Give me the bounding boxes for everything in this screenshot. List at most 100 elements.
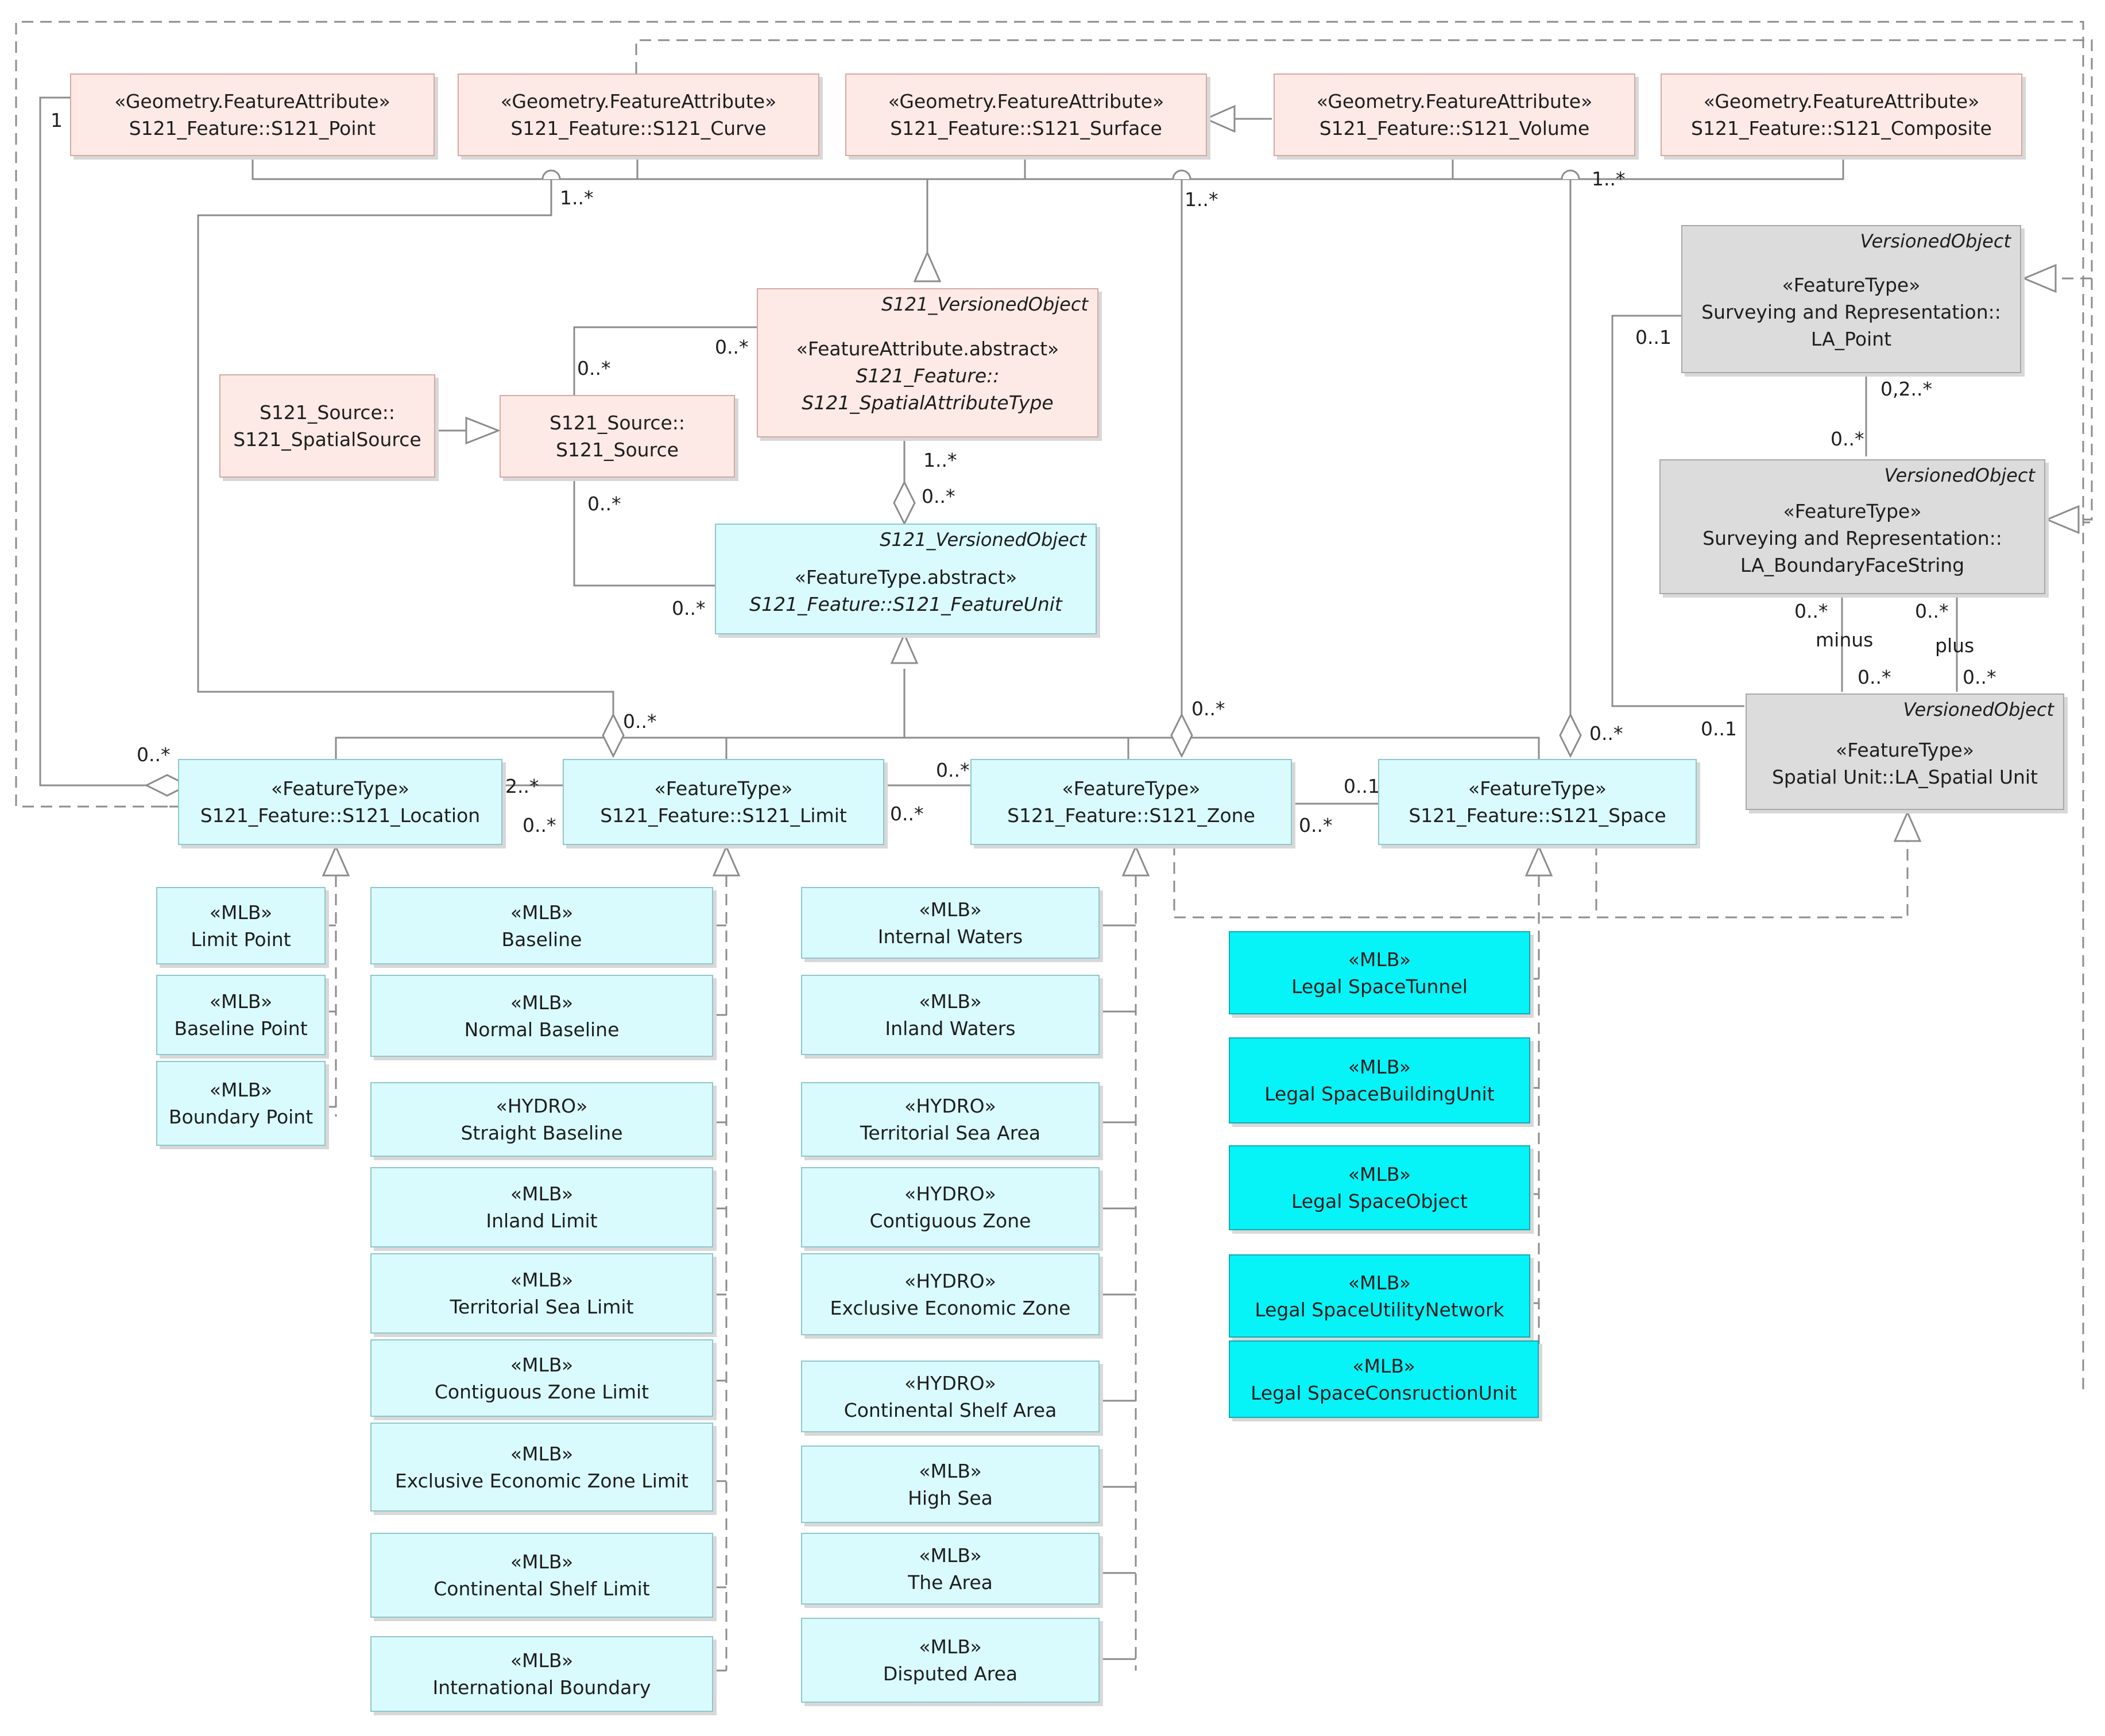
class-legal-space-building-unit[interactable]: «MLB» Legal SpaceBuildingUnit [1229,1037,1530,1123]
class-name: S121_Feature::S121_Volume [1319,117,1590,140]
stereotype: «MLB» [919,990,982,1013]
mult-zone-limit: 0..* [890,803,924,825]
class-s121-zone[interactable]: «FeatureType» S121_Feature::S121_Zone [970,759,1292,845]
class-la-point[interactable]: VersionedObject «FeatureType» Surveying … [1681,225,2021,373]
class-name: International Boundary [432,1676,651,1699]
class-straight-baseline[interactable]: «HYDRO» Straight Baseline [370,1082,713,1157]
class-name: Baseline [501,928,582,951]
mult-surface: 1..* [1185,188,1218,211]
class-s121-curve[interactable]: «Geometry.FeatureAttribute» S121_Feature… [458,73,819,156]
class-legal-space-construction-unit[interactable]: «MLB» Legal SpaceConsructionUnit [1229,1340,1539,1418]
class-name: Legal SpaceBuildingUnit [1264,1083,1495,1105]
stereotype: «FeatureType» [1782,273,1921,296]
class-s121-volume[interactable]: «Geometry.FeatureAttribute» S121_Feature… [1274,73,1635,156]
class-spatial-attribute-type[interactable]: S121_VersionedObject «FeatureAttribute.a… [757,288,1098,437]
class-baseline[interactable]: «MLB» Baseline [370,887,713,964]
curve-limit-link [197,179,614,732]
class-feature-unit[interactable]: S121_VersionedObject «FeatureType.abstra… [715,524,1097,634]
class-source[interactable]: S121_Source:: S121_Source [500,395,735,478]
class-s121-composite[interactable]: «Geometry.FeatureAttribute» S121_Feature… [1661,73,2022,156]
stereotype: «HYDRO» [904,1095,996,1117]
class-inland-limit[interactable]: «MLB» Inland Limit [370,1167,713,1247]
class-high-sea[interactable]: «MLB» High Sea [801,1446,1100,1523]
mult-su-plus: 0..* [1963,666,1996,688]
class-normal-baseline[interactable]: «MLB» Normal Baseline [370,975,713,1057]
class-the-area[interactable]: «MLB» The Area [801,1533,1100,1605]
class-s121-limit[interactable]: «FeatureType» S121_Feature::S121_Limit [563,759,884,845]
class-legal-space-object[interactable]: «MLB» Legal SpaceObject [1229,1145,1530,1230]
role-minus: minus [1816,629,1874,651]
class-legal-space-utility-network[interactable]: «MLB» Legal SpaceUtilityNetwork [1229,1254,1530,1338]
class-s121-location[interactable]: «FeatureType» S121_Feature::S121_Locatio… [178,759,502,845]
class-la-spatial-unit[interactable]: VersionedObject «FeatureType» Spatial Un… [1746,693,2064,810]
class-baseline-point[interactable]: «MLB» Baseline Point [156,975,326,1055]
class-name-line2: LA_BoundaryFaceString [1740,554,1965,576]
class-continental-shelf-area[interactable]: «HYDRO» Continental Shelf Area [801,1361,1100,1432]
stereotype: «MLB» [209,990,273,1013]
class-legal-space-tunnel[interactable]: «MLB» Legal SpaceTunnel [1229,931,1530,1014]
class-name: Legal SpaceUtilityNetwork [1255,1298,1504,1321]
stereotype: «Geometry.FeatureAttribute» [888,90,1164,113]
class-international-boundary[interactable]: «MLB» International Boundary [370,1636,713,1712]
stereotype: «FeatureType» [1062,777,1201,800]
mult-composite: 1..* [1592,168,1626,190]
stereotype: «MLB» [510,1649,574,1672]
class-inland-waters[interactable]: «MLB» Inland Waters [801,975,1100,1055]
class-disputed-area[interactable]: «MLB» Disputed Area [801,1618,1100,1703]
stereotype: «MLB» [919,1459,982,1482]
class-name: S121_Feature::S121_Point [129,117,376,140]
mult-limit-zone: 0..* [936,759,970,781]
class-la-boundary-face-string[interactable]: VersionedObject «FeatureType» Surveying … [1659,459,2045,594]
class-continental-shelf-limit[interactable]: «MLB» Continental Shelf Limit [370,1533,713,1618]
class-name: Contiguous Zone [869,1210,1031,1232]
mult-lapoint-bfs: 0,2..* [1880,378,1932,400]
class-contiguous-zone[interactable]: «HYDRO» Contiguous Zone [801,1167,1100,1247]
mult-su-lapoint: 0..1 [1701,718,1737,740]
class-eez[interactable]: «HYDRO» Exclusive Economic Zone [801,1253,1100,1335]
class-name-line1: S121_Source:: [549,412,685,434]
stereotype: «FeatureType» [271,777,409,800]
stereotype: «MLB» [1348,948,1411,971]
versioned-object-tag: VersionedObject [1903,699,2054,720]
class-s121-space[interactable]: «FeatureType» S121_Feature::S121_Space [1378,759,1697,845]
stereotype: «MLB» [510,1353,574,1376]
stereotype: «FeatureType» [654,777,793,800]
mult-curve: 1..* [560,187,594,209]
class-boundary-point[interactable]: «MLB» Boundary Point [156,1061,326,1146]
class-internal-waters[interactable]: «MLB» Internal Waters [801,887,1100,959]
stereotype: «HYDRO» [904,1183,996,1205]
class-territorial-sea-limit[interactable]: «MLB» Territorial Sea Limit [370,1253,713,1334]
stereotype: «FeatureType.abstract» [794,565,1017,588]
class-s121-surface[interactable]: «Geometry.FeatureAttribute» S121_Feature… [845,73,1207,156]
stereotype: «MLB» [510,1269,574,1291]
class-name: Continental Shelf Limit [434,1578,650,1600]
stereotype: «HYDRO» [904,1371,996,1394]
class-name: Limit Point [191,928,291,951]
mult-loc-limit: 2..* [505,775,539,797]
class-eez-limit[interactable]: «MLB» Exclusive Economic Zone Limit [370,1423,713,1512]
class-name: Normal Baseline [464,1018,620,1041]
class-name: Inland Limit [486,1210,598,1232]
class-name: S121_Feature::S121_Space [1409,804,1666,827]
class-limit-point[interactable]: «MLB» Limit Point [156,887,326,964]
dashed-dependency-bfs-arrow [2047,278,2093,521]
stereotype: «MLB» [510,901,574,924]
versioned-object-tag: S121_VersionedObject [880,529,1086,551]
class-territorial-sea-area[interactable]: «HYDRO» Territorial Sea Area [801,1082,1100,1157]
stereotype: «MLB» [209,1079,273,1101]
stereotype: «MLB» [919,1636,982,1658]
mult-zone-space: 0..* [1299,814,1333,836]
class-name-line2: S121_SpatialSource [233,428,421,451]
arrow-bfs [2045,505,2080,534]
stereotype: «MLB» [510,1183,574,1205]
class-name: S121_Feature::S121_Curve [510,117,767,140]
stereotype: «MLB» [919,898,982,921]
class-name: Territorial Sea Limit [450,1296,634,1318]
stereotype: «HYDRO» [904,1269,996,1292]
class-spatial-source[interactable]: S121_Source:: S121_SpatialSource [219,374,435,478]
class-name: The Area [908,1571,993,1594]
class-contiguous-zone-limit[interactable]: «MLB» Contiguous Zone Limit [370,1339,713,1417]
class-name: Exclusive Economic Zone Limit [394,1469,689,1492]
class-name-line2: LA_Point [1810,327,1892,350]
class-s121-point[interactable]: «Geometry.FeatureAttribute» S121_Feature… [70,73,435,156]
